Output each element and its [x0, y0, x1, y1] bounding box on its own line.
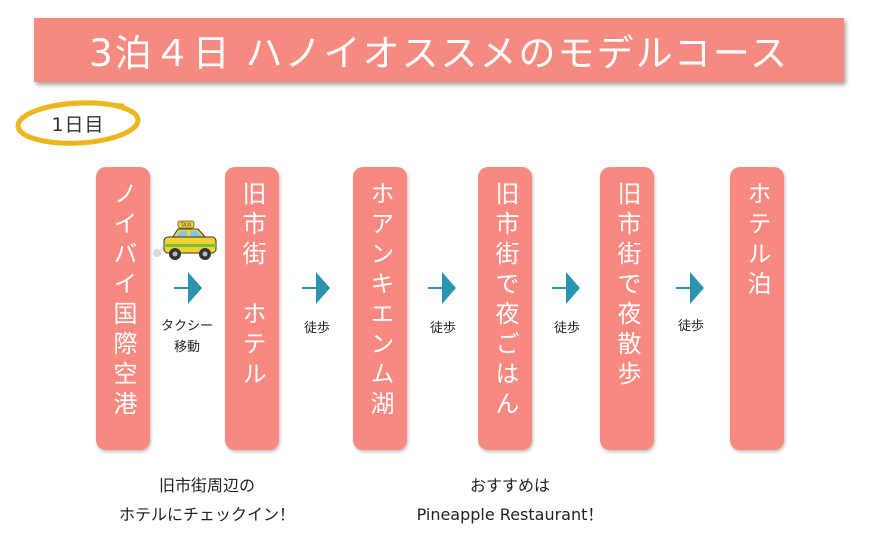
taxi-icon: TAXI — [153, 220, 217, 260]
restaurant-note-line: Pineapple Restaurant！ — [416, 505, 604, 524]
move-label-walk: 徒歩 — [303, 321, 330, 336]
move-label-taxi: タクシー 移動 — [160, 319, 213, 355]
day-label: 1日目 — [51, 113, 105, 136]
restaurant-note: おすすめは Pineapple Restaurant！ — [392, 471, 628, 529]
page-title: 3泊４日 ハノイオススメのモデルコース — [34, 18, 844, 82]
step-label: ノイバイ国際空港 — [109, 181, 137, 421]
arrow-right-icon — [552, 272, 580, 304]
hotel-note-line: ホテルにチェックイン！ — [118, 505, 295, 524]
arrow-right-icon — [676, 272, 704, 304]
step-old-quarter-hotel: 旧市街 ホテル — [225, 167, 279, 450]
step-noi-bai-airport: ノイバイ国際空港 — [96, 167, 150, 450]
step-hotel-stay: ホテル泊 — [730, 167, 784, 450]
hotel-note: 旧市街周辺の ホテルにチェックイン！ — [92, 471, 322, 529]
step-old-quarter-night-walk: 旧市街で夜散歩 — [600, 167, 654, 450]
move-label-walk: 徒歩 — [553, 321, 580, 336]
step-label: ホテル泊 — [743, 181, 771, 301]
step-label: 旧市街で夜ごはん — [491, 181, 519, 421]
arrow-right-icon — [302, 272, 330, 304]
step-old-quarter-dinner: 旧市街で夜ごはん — [478, 167, 532, 450]
arrow-right-icon — [428, 272, 456, 304]
move-label-walk: 徒歩 — [429, 321, 456, 336]
step-hoan-kiem-lake: ホアンキエンム湖 — [353, 167, 407, 450]
arrow-right-icon — [174, 272, 202, 304]
step-label: 旧市街で夜散歩 — [613, 181, 641, 391]
step-label: 旧市街 ホテル — [238, 181, 266, 391]
taxi-sign-text: TAXI — [180, 223, 192, 229]
move-label-walk: 徒歩 — [677, 319, 704, 334]
hotel-note-line: 旧市街周辺の — [158, 476, 255, 495]
restaurant-note-line: おすすめは — [469, 476, 550, 495]
step-label: ホアンキエンム湖 — [366, 181, 394, 421]
